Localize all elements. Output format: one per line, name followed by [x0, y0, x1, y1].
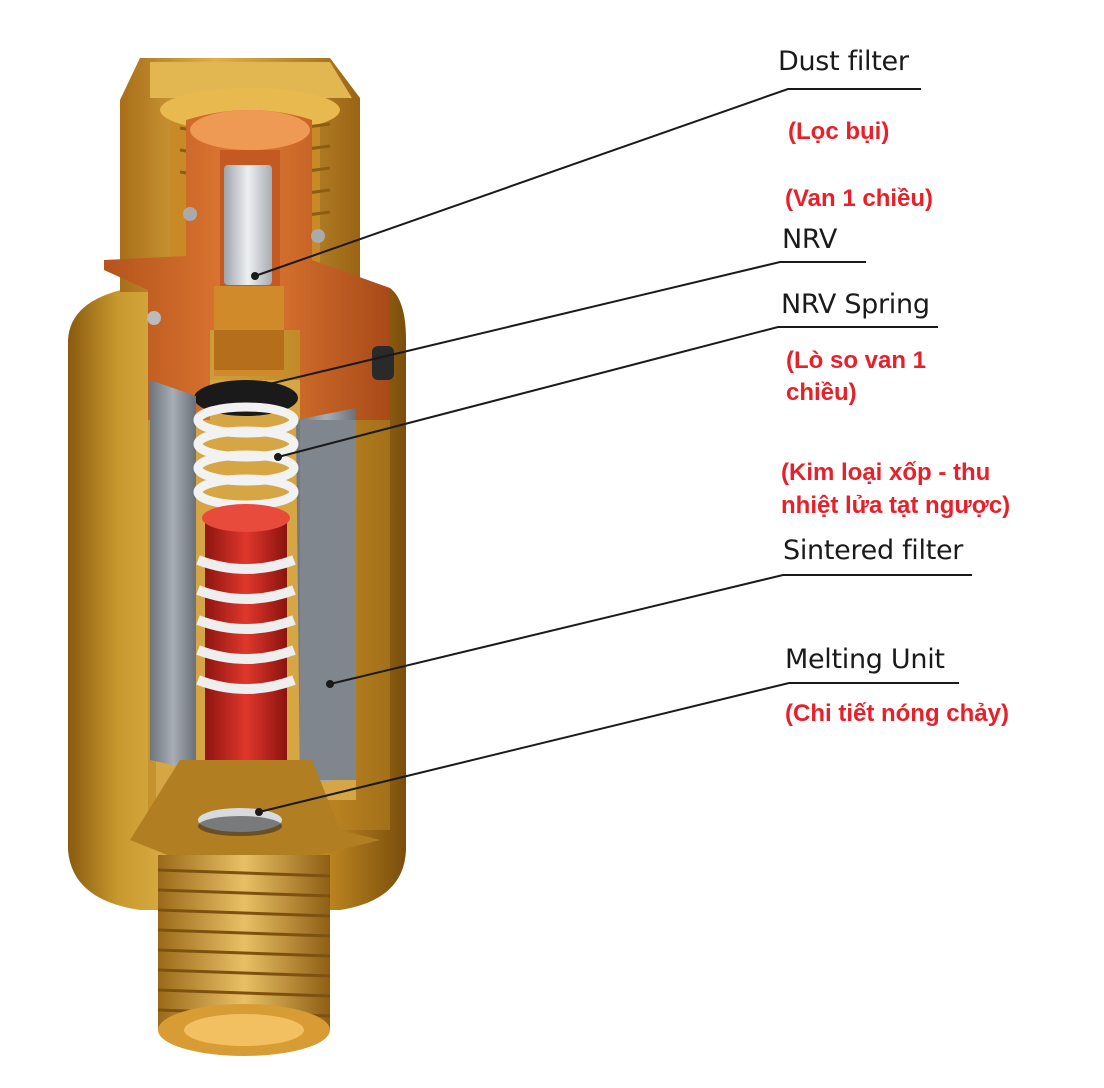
sintered-filter-element [150, 380, 356, 786]
leader-nrv-spring [277, 326, 938, 458]
translation-melting-unit: (Chi tiết nóng chảy) [785, 700, 1009, 727]
label-nrv-spring: NRV Spring [781, 289, 930, 320]
translation-nrv: (Van 1 chiều) [785, 185, 934, 212]
label-nrv: NRV [782, 224, 838, 255]
nrv-spring [193, 402, 299, 510]
leader-dot-sintered-filter [326, 680, 334, 688]
translation-dust-filter: (Lọc bụi) [788, 118, 890, 145]
leader-dot-melting-unit [255, 808, 263, 816]
label-dust-filter: Dust filter [778, 46, 909, 77]
translation-nrv-spring-line2: chiều) [786, 379, 857, 406]
o-ring-seals [147, 207, 394, 380]
label-sintered-filter: Sintered filter [783, 535, 964, 566]
label-melting-unit: Melting Unit [785, 644, 945, 675]
translation-sintered-line1: (Kim loại xốp - thu [781, 459, 991, 486]
translation-nrv-spring-line1: (Lò so van 1 [786, 347, 927, 374]
threaded-outlet [157, 855, 331, 1056]
leader-sintered-filter [329, 574, 972, 685]
leader-dot-dust-filter [251, 272, 259, 280]
melting-spring [196, 555, 296, 694]
leader-dot-nrv-spring [274, 453, 282, 461]
leader-dust-filter [254, 88, 921, 277]
leader-dot-nrv [261, 381, 269, 389]
dust-filter-element [224, 165, 272, 285]
leader-melting-unit [258, 682, 959, 813]
leader-nrv [264, 261, 866, 386]
translation-sintered-line2: nhiệt lửa tạt ngược) [781, 492, 1011, 519]
